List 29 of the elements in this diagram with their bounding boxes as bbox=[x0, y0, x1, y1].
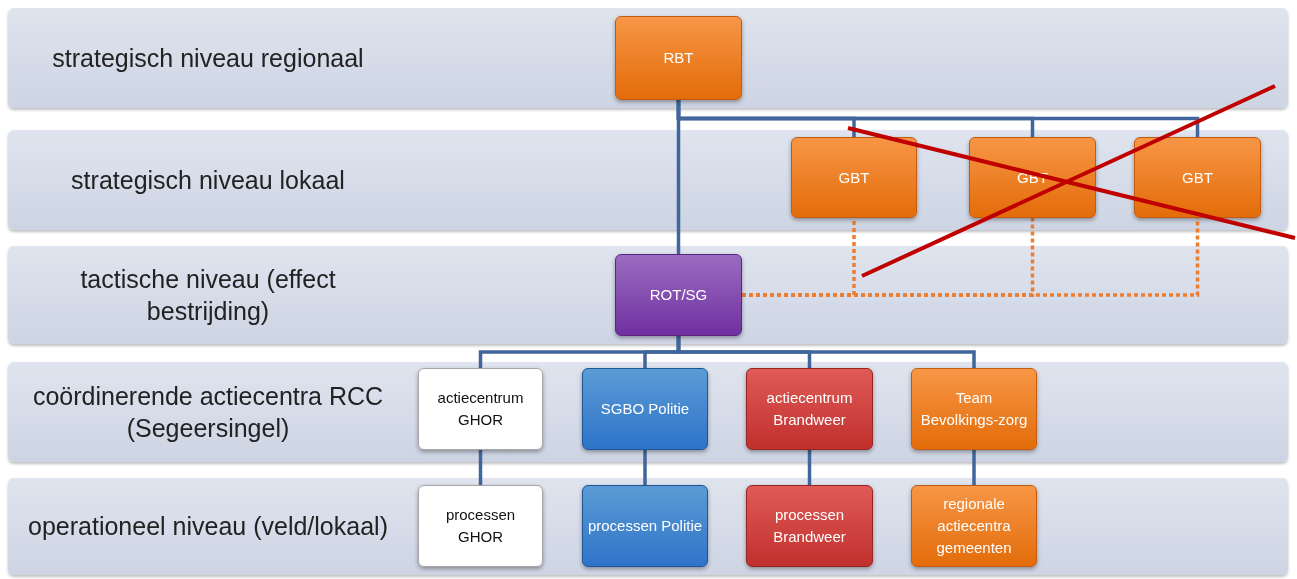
unit-box: processen Politie bbox=[582, 485, 708, 567]
level-band bbox=[8, 478, 1288, 575]
connector-line bbox=[676, 100, 681, 254]
unit-box: GBT bbox=[1134, 137, 1261, 218]
unit-box: processen GHOR bbox=[418, 485, 543, 567]
unit-box: regionale actiecentra gemeenten bbox=[911, 485, 1037, 567]
connector-line bbox=[676, 336, 976, 368]
connector-line bbox=[972, 450, 976, 485]
level-band bbox=[8, 130, 1288, 230]
connector-line bbox=[807, 450, 812, 485]
level-label: strategisch niveau lokaal bbox=[71, 164, 345, 196]
unit-box: actiecentrum GHOR bbox=[418, 368, 543, 450]
unit-box: ROT/SG bbox=[615, 254, 742, 336]
unit-box: Team Bevolkings-zorg bbox=[911, 368, 1037, 450]
level-label: operationeel niveau (veld/lokaal) bbox=[28, 511, 388, 543]
level-band bbox=[8, 246, 1288, 344]
level-band bbox=[8, 362, 1288, 462]
connector-line bbox=[643, 450, 647, 485]
unit-box: RBT bbox=[615, 16, 742, 100]
unit-box: GBT bbox=[791, 137, 917, 218]
level-band bbox=[8, 8, 1288, 108]
unit-box: processen Brandweer bbox=[746, 485, 873, 567]
unit-box: actiecentrum Brandweer bbox=[746, 368, 873, 450]
level-label: coördinerende actiecentra RCC (Segeersingel) bbox=[31, 380, 385, 444]
level-label: tactische niveau (effect bestrijding) bbox=[79, 263, 337, 327]
connector-line bbox=[478, 450, 483, 485]
level-label: strategisch niveau regionaal bbox=[52, 42, 364, 74]
unit-box: SGBO Politie bbox=[582, 368, 708, 450]
dashed-connector bbox=[742, 218, 1200, 297]
